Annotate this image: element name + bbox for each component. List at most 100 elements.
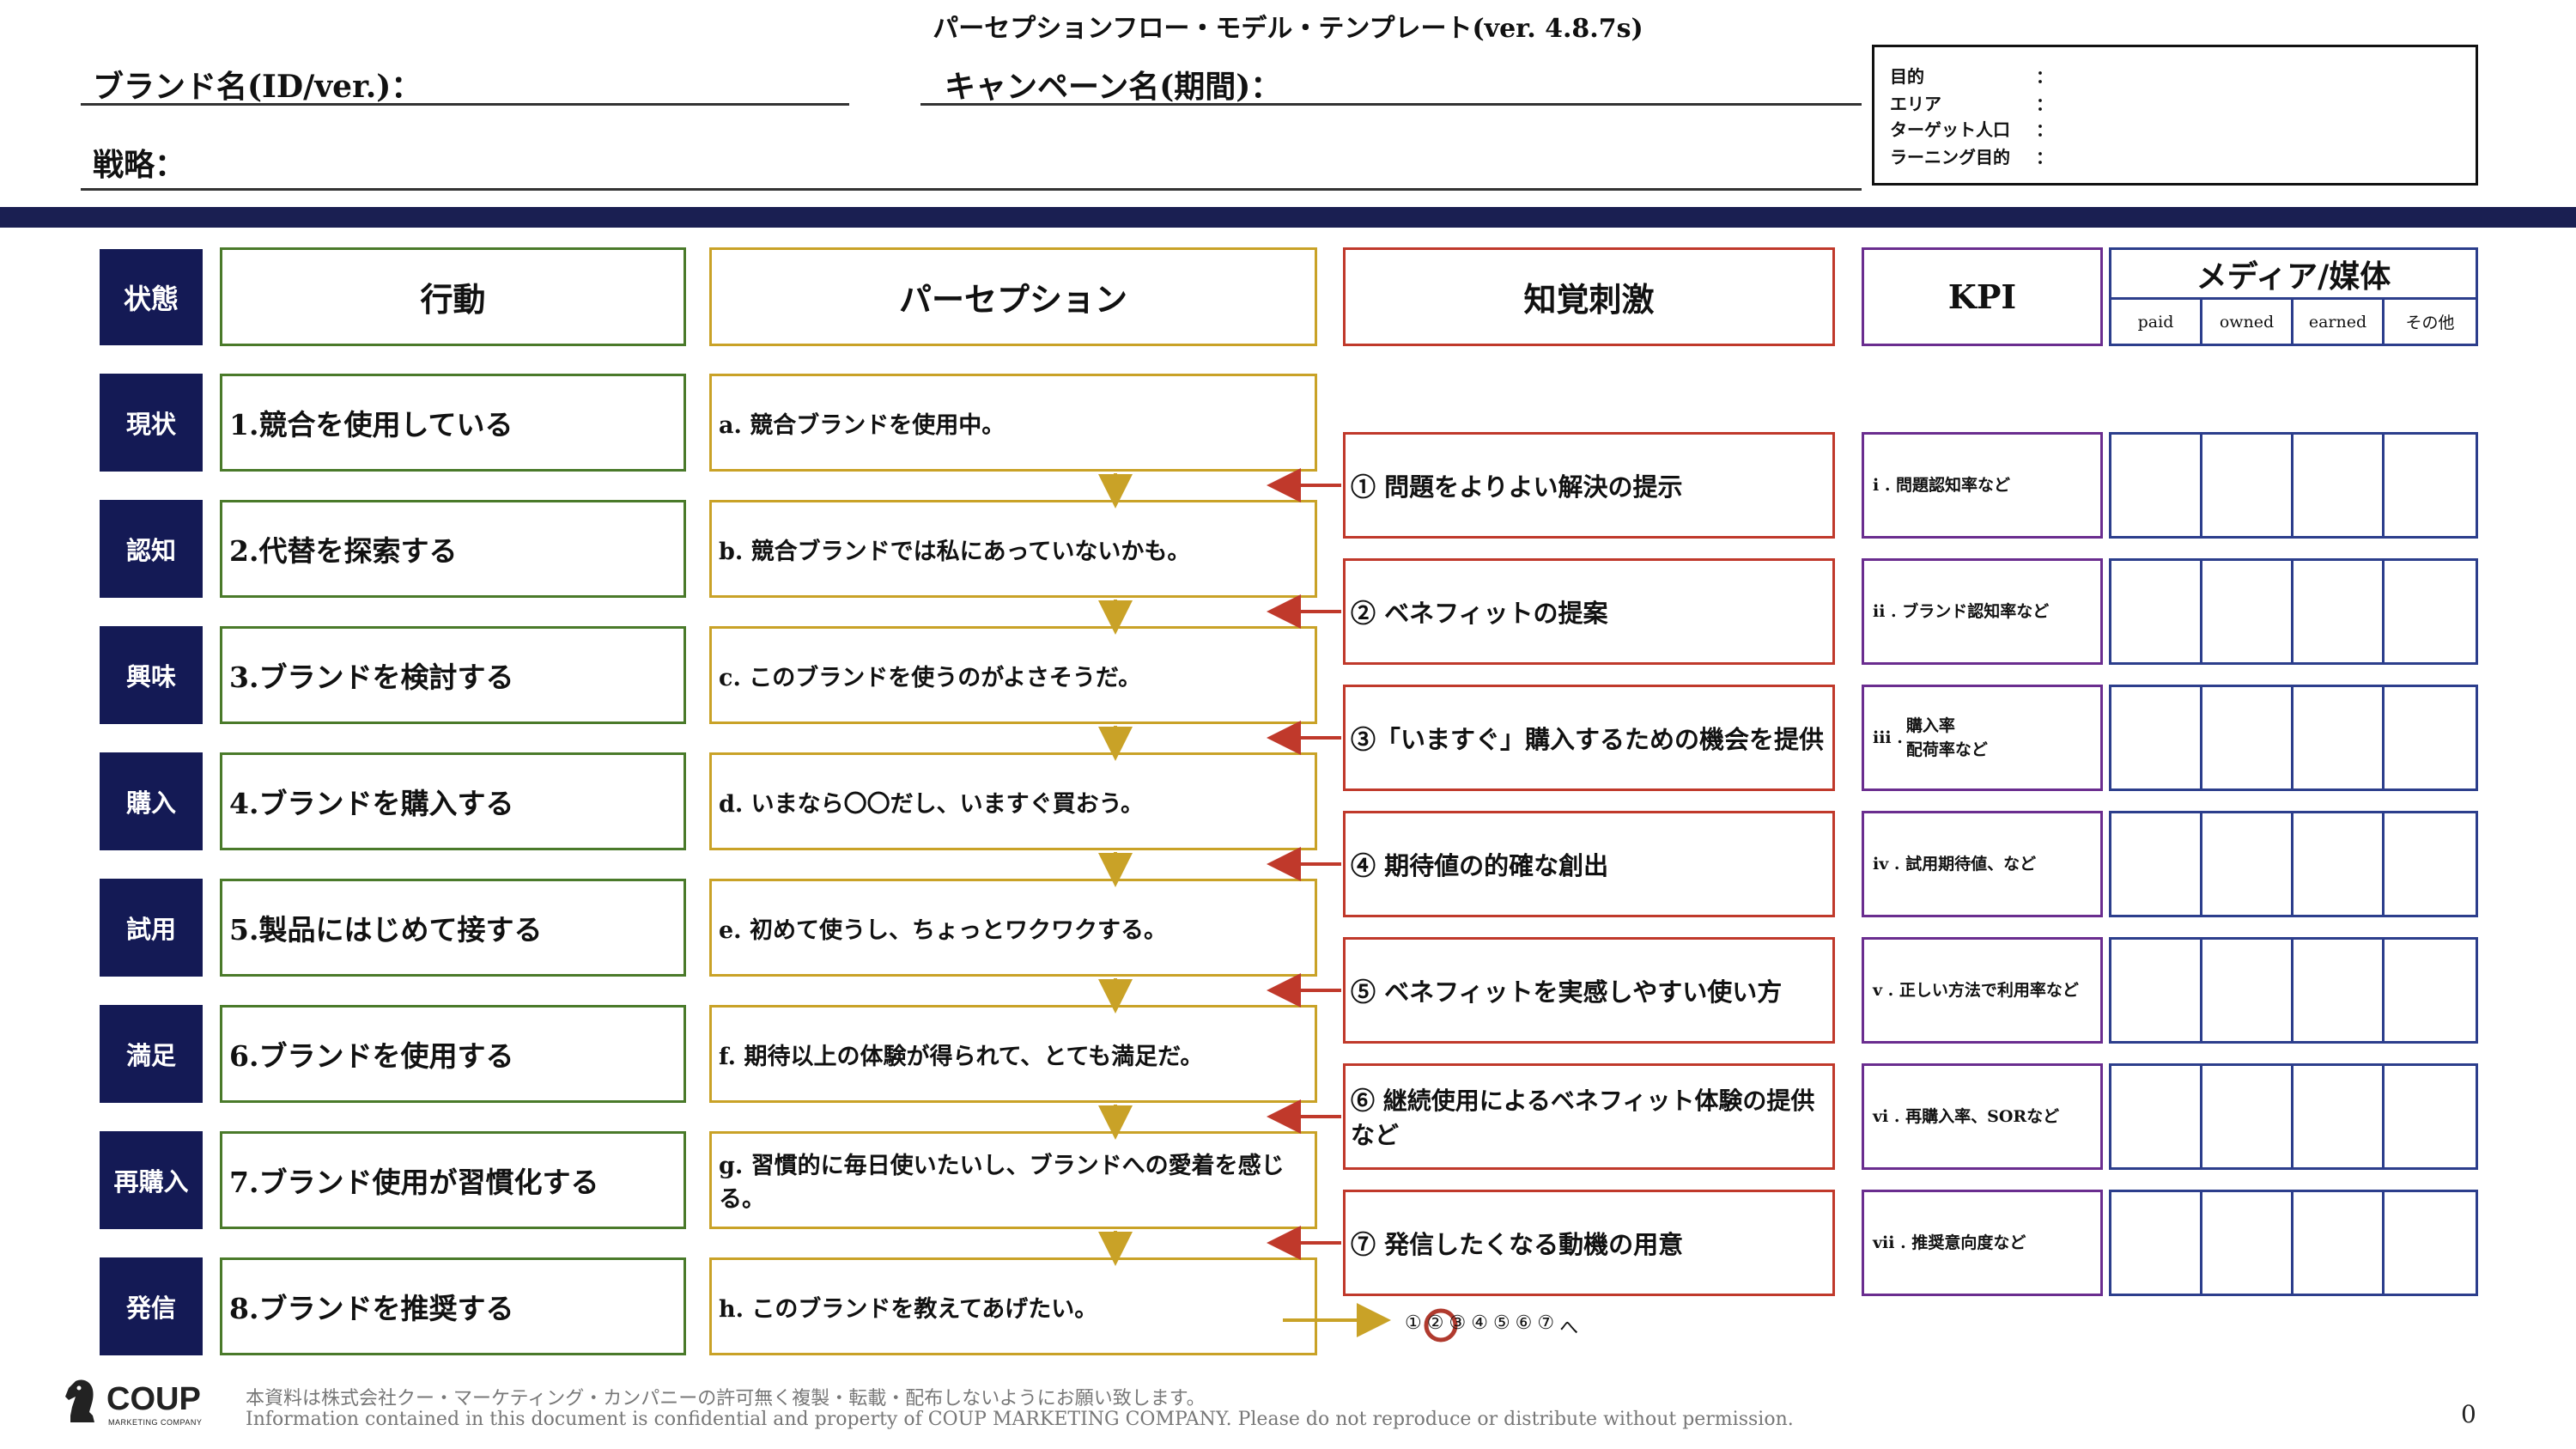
kpi-line: 配荷率など: [1905, 740, 1988, 759]
brand-field[interactable]: [81, 103, 849, 106]
media-cell-paid[interactable]: [2111, 687, 2202, 788]
highlight-circle: [1424, 1308, 1458, 1342]
header-divider: [0, 207, 2576, 228]
info-colon: ：: [2036, 119, 2053, 140]
perception-cell[interactable]: a. 競合ブランドを使用中。: [709, 374, 1317, 472]
state-cell: 発信: [100, 1257, 203, 1355]
stimulus-cell[interactable]: ④ 期待値の的確な創出: [1343, 811, 1835, 917]
media-cell-earned[interactable]: [2293, 435, 2385, 536]
action-cell[interactable]: 7.ブランド使用が習慣化する: [220, 1131, 686, 1229]
action-cell[interactable]: 2.代替を探索する: [220, 500, 686, 598]
state-cell: 認知: [100, 500, 203, 598]
media-cell-paid[interactable]: [2111, 561, 2202, 662]
perception-cell[interactable]: b. 競合ブランドでは私にあっていないかも。: [709, 500, 1317, 598]
logo-subtext: MARKETING COMPANY: [108, 1418, 203, 1427]
col-header-action: 行動: [220, 247, 686, 346]
action-cell[interactable]: 5.製品にはじめて接する: [220, 879, 686, 977]
info-row-target[interactable]: ターゲット人口 ：: [1890, 116, 2053, 141]
stimulus-cell[interactable]: ⑤ ベネフィットを実感しやすい使い方: [1343, 937, 1835, 1044]
media-sub-paid: paid: [2111, 300, 2202, 344]
info-row-area[interactable]: エリア ：: [1890, 90, 2053, 115]
perception-cell[interactable]: h. このブランドを教えてあげたい。: [709, 1257, 1317, 1355]
loop-nav-item-highlighted[interactable]: ②: [1426, 1312, 1444, 1334]
stimulus-cell[interactable]: ⑦ 発信したくなる動機の用意: [1343, 1190, 1835, 1296]
media-cell-paid[interactable]: [2111, 1066, 2202, 1167]
strategy-field[interactable]: [81, 188, 1862, 191]
campaign-field[interactable]: [920, 103, 1862, 106]
media-cell-paid[interactable]: [2111, 940, 2202, 1041]
media-cell-owned[interactable]: [2202, 435, 2293, 536]
kpi-prefix: iii .: [1873, 728, 1903, 747]
state-cell: 試用: [100, 879, 203, 977]
action-cell[interactable]: 6.ブランドを使用する: [220, 1005, 686, 1103]
footer-notice-en: Information contained in this document i…: [246, 1409, 1794, 1430]
media-cell-paid[interactable]: [2111, 813, 2202, 915]
media-cell-earned[interactable]: [2293, 1066, 2385, 1167]
col-header-perception: パーセプション: [709, 247, 1317, 346]
info-row-purpose[interactable]: 目的 ：: [1890, 63, 2053, 88]
media-cell-owned[interactable]: [2202, 813, 2293, 915]
perception-cell[interactable]: f. 期待以上の体験が得られて、とても満足だ。: [709, 1005, 1317, 1103]
action-cell[interactable]: 8.ブランドを推奨する: [220, 1257, 686, 1355]
media-row: [2109, 432, 2478, 539]
media-row: [2109, 937, 2478, 1044]
media-cell-owned[interactable]: [2202, 1066, 2293, 1167]
kpi-cell[interactable]: iii . 購入率 配荷率など: [1862, 685, 2103, 791]
loop-nav-item[interactable]: ④: [1471, 1312, 1488, 1334]
perception-cell[interactable]: d. いまなら〇〇だし、いますぐ買おう。: [709, 752, 1317, 850]
info-colon: ：: [2036, 94, 2053, 114]
info-label: エリア: [1890, 94, 1941, 114]
media-cell-owned[interactable]: [2202, 561, 2293, 662]
media-title: メディア/媒体: [2111, 250, 2476, 300]
loop-nav-item[interactable]: へ: [1559, 1318, 1579, 1339]
campaign-label: キャンペーン名(期間)：: [945, 69, 1282, 105]
loop-nav-item[interactable]: ⑥: [1515, 1312, 1533, 1334]
media-row: [2109, 811, 2478, 917]
media-cell-owned[interactable]: [2202, 940, 2293, 1041]
media-sub-earned: earned: [2293, 300, 2385, 344]
kpi-cell[interactable]: iv . 試用期待値、など: [1862, 811, 2103, 917]
media-sub-other: その他: [2405, 314, 2455, 332]
media-cell-paid[interactable]: [2111, 1192, 2202, 1294]
info-row-learning[interactable]: ラーニング目的 ：: [1890, 143, 2053, 168]
info-label: 目的: [1890, 66, 1924, 87]
kpi-cell[interactable]: vii . 推奨意向度など: [1862, 1190, 2103, 1296]
kpi-cell[interactable]: ii . ブランド認知率など: [1862, 558, 2103, 665]
chess-knight-icon: [60, 1374, 103, 1426]
media-cell-earned[interactable]: [2293, 1192, 2385, 1294]
kpi-cell[interactable]: i . 問題認知率など: [1862, 432, 2103, 539]
media-cell-earned[interactable]: [2293, 687, 2385, 788]
action-cell[interactable]: 4.ブランドを購入する: [220, 752, 686, 850]
media-cell-earned[interactable]: [2293, 813, 2385, 915]
col-header-kpi: KPI: [1862, 247, 2103, 346]
kpi-cell[interactable]: v . 正しい方法で利用率など: [1862, 937, 2103, 1044]
media-cell-earned[interactable]: [2293, 940, 2385, 1041]
perception-cell[interactable]: c. このブランドを使うのがよさそうだ。: [709, 626, 1317, 724]
media-cell-paid[interactable]: [2111, 435, 2202, 536]
page-title: パーセプションフロー・モデル・テンプレート(ver. 4.8.7s): [933, 14, 1643, 44]
media-cell-owned[interactable]: [2202, 687, 2293, 788]
media-sub-owned: owned: [2202, 300, 2293, 344]
action-cell[interactable]: 1.競合を使用している: [220, 374, 686, 472]
action-cell[interactable]: 3.ブランドを検討する: [220, 626, 686, 724]
kpi-cell[interactable]: vi . 再購入率、SORなど: [1862, 1063, 2103, 1170]
media-cell-earned[interactable]: [2293, 561, 2385, 662]
loop-nav-item[interactable]: ③: [1449, 1312, 1467, 1334]
info-label: ターゲット人口: [1890, 119, 2010, 140]
stimulus-cell[interactable]: ② ベネフィットの提案: [1343, 558, 1835, 665]
stimulus-cell[interactable]: ③「いますぐ」購入するための機会を提供: [1343, 685, 1835, 791]
perception-cell[interactable]: e. 初めて使うし、ちょっとワクワクする。: [709, 879, 1317, 977]
loop-nav: ① ② ③ ④ ⑤ ⑥ ⑦ へ: [1405, 1312, 1578, 1340]
loop-nav-item[interactable]: ⑤: [1492, 1312, 1510, 1334]
media-row: [2109, 1063, 2478, 1170]
media-subheaders: paid owned earned その他: [2111, 300, 2476, 344]
media-row: [2109, 685, 2478, 791]
stimulus-cell[interactable]: ① 問題をよりよい解決の提示: [1343, 432, 1835, 539]
info-box: 目的 ： エリア ： ターゲット人口 ： ラーニング目的 ：: [1872, 45, 2478, 186]
stimulus-cell[interactable]: ⑥ 継続使用によるベネフィット体験の提供など: [1343, 1063, 1835, 1170]
perception-cell[interactable]: g. 習慣的に毎日使いたいし、ブランドへの愛着を感じる。: [709, 1131, 1317, 1229]
loop-nav-item[interactable]: ⑦: [1537, 1312, 1555, 1334]
loop-nav-item[interactable]: ①: [1405, 1312, 1422, 1334]
media-cell-owned[interactable]: [2202, 1192, 2293, 1294]
